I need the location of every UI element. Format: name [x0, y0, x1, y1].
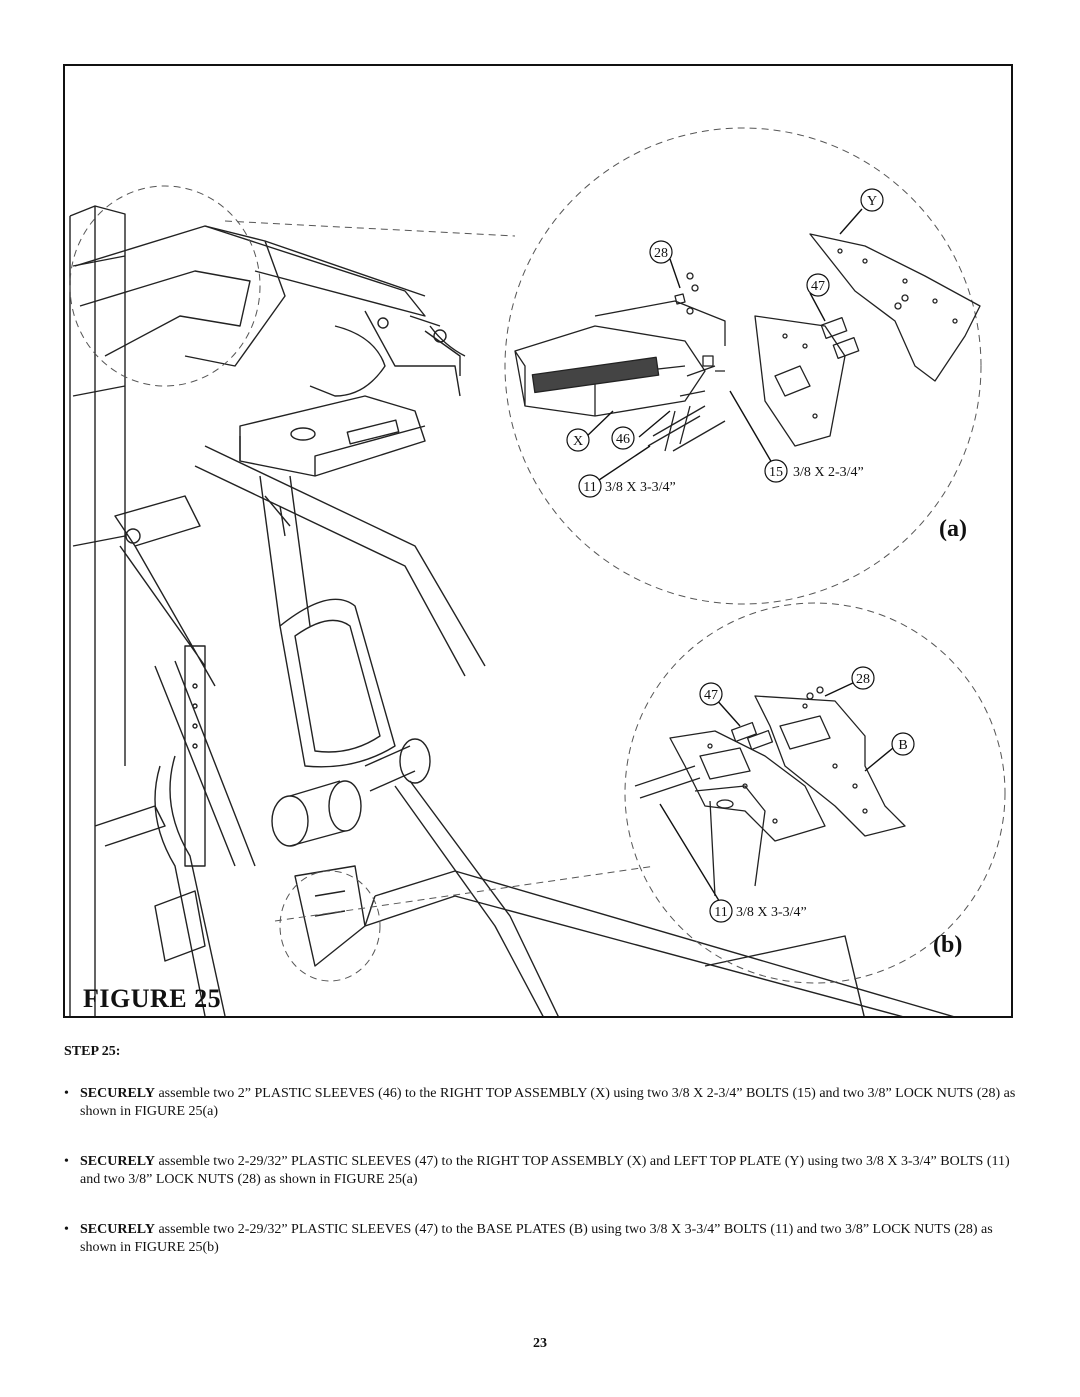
- callout-28-a: 28: [649, 240, 673, 264]
- bullet-icon: •: [64, 1222, 69, 1237]
- svg-text:47: 47: [811, 279, 825, 294]
- detail-indicator-circles: [69, 185, 656, 982]
- figure-25-frame: Y 28 47 X 46: [63, 64, 1013, 1018]
- callout-Y: Y: [860, 188, 884, 212]
- instruction-item: • SECURELY assemble two 2” PLASTIC SLEEV…: [64, 1085, 1024, 1121]
- callout-11-a: 11 3/8 X 3-3/4”: [578, 474, 676, 498]
- page-number: 23: [533, 1336, 547, 1351]
- callout-47-a: 47: [806, 273, 830, 297]
- bullet-icon: •: [64, 1154, 69, 1169]
- step-heading: STEP 25:: [64, 1044, 121, 1059]
- instruction-body: assemble two 2-29/32” PLASTIC SLEEVES (4…: [80, 1222, 993, 1255]
- detail-a-leader-lines: [584, 208, 863, 487]
- svg-text:11: 11: [583, 480, 596, 495]
- svg-text:X: X: [573, 434, 583, 449]
- callout-11-b: 11 3/8 X 3-3/4”: [709, 899, 807, 923]
- svg-text:47: 47: [704, 688, 718, 703]
- sub-label-a: (a): [939, 516, 967, 542]
- instruction-item: • SECURELY assemble two 2-29/32” PLASTIC…: [64, 1153, 1024, 1189]
- svg-text:28: 28: [856, 672, 870, 687]
- callout-46: 46: [611, 426, 635, 450]
- instruction-body: assemble two 2-29/32” PLASTIC SLEEVES (4…: [80, 1154, 1010, 1187]
- svg-text:3/8 X 3-3/4”: 3/8 X 3-3/4”: [736, 905, 807, 920]
- detail-a-callouts: Y 28 47 X 46: [566, 188, 884, 498]
- callout-28-b: 28: [851, 666, 875, 690]
- sub-label-b: (b): [933, 932, 962, 958]
- svg-text:B: B: [898, 738, 907, 753]
- bullet-icon: •: [64, 1086, 69, 1101]
- instruction-body: assemble two 2” PLASTIC SLEEVES (46) to …: [80, 1086, 1016, 1119]
- svg-text:46: 46: [616, 432, 630, 447]
- detail-a-parts: [514, 233, 981, 452]
- detail-a: Y 28 47 X 46: [504, 127, 982, 605]
- instruction-emphasis: SECURELY: [80, 1154, 155, 1169]
- instruction-emphasis: SECURELY: [80, 1086, 155, 1101]
- detail-b-leader-lines: [659, 681, 894, 905]
- detail-b-parts: [634, 686, 906, 897]
- svg-text:15: 15: [769, 465, 783, 480]
- instruction-item: • SECURELY assemble two 2-29/32” PLASTIC…: [64, 1221, 1024, 1257]
- callout-B: B: [891, 732, 915, 756]
- callout-47-b: 47: [699, 682, 723, 706]
- callout-15: 15 3/8 X 2-3/4”: [764, 459, 864, 483]
- callout-X: X: [566, 428, 590, 452]
- svg-text:3/8 X 2-3/4”: 3/8 X 2-3/4”: [793, 465, 864, 480]
- instruction-emphasis: SECURELY: [80, 1222, 155, 1237]
- main-machine-drawing: [69, 205, 954, 1016]
- detail-b-callouts: 28 47 B 11 3/8 X 3-3/4”: [699, 666, 915, 923]
- assembly-illustration: Y 28 47 X 46: [69, 127, 1006, 1016]
- detail-b: 28 47 B 11 3/8 X 3-3/4” (b): [624, 602, 1006, 984]
- svg-text:3/8 X 3-3/4”: 3/8 X 3-3/4”: [605, 480, 676, 495]
- instruction-text: SECURELY assemble two 2-29/32” PLASTIC S…: [80, 1153, 1024, 1189]
- svg-text:Y: Y: [867, 194, 877, 209]
- instruction-text: SECURELY assemble two 2” PLASTIC SLEEVES…: [80, 1085, 1024, 1121]
- svg-text:11: 11: [714, 905, 727, 920]
- svg-text:28: 28: [654, 246, 668, 261]
- figure-caption: FIGURE 25: [83, 984, 222, 1013]
- instruction-text: SECURELY assemble two 2-29/32” PLASTIC S…: [80, 1221, 1024, 1257]
